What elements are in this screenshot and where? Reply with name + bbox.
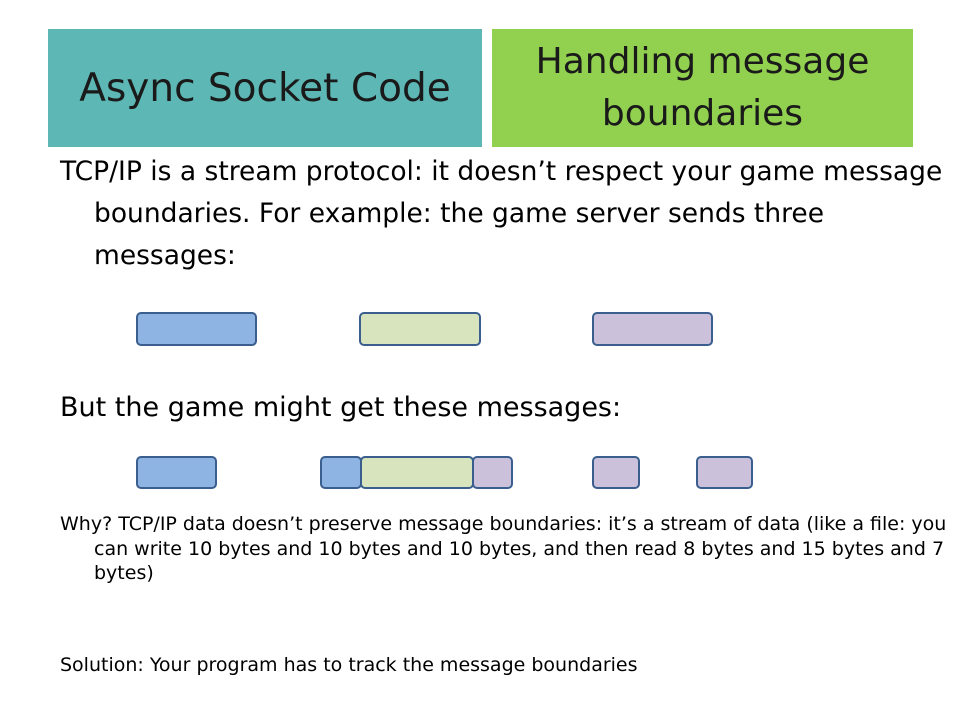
received-fragment-1 (136, 456, 217, 489)
received-heading: But the game might get these messages: (60, 392, 622, 423)
sent-message-2 (359, 312, 481, 346)
slide-subtitle: Handling message boundaries (492, 29, 913, 147)
received-fragment-6 (696, 456, 753, 489)
slide-title: Async Socket Code (48, 29, 482, 147)
received-fragment-4 (472, 456, 513, 489)
received-fragment-3 (360, 456, 474, 489)
slide-title-text: Async Socket Code (79, 65, 451, 111)
why-paragraph: Why? TCP/IP data doesn’t preserve messag… (60, 513, 947, 584)
solution-paragraph: Solution: Your program has to track the … (60, 654, 638, 676)
received-fragment-2 (320, 456, 362, 489)
slide-subtitle-text: Handling message boundaries (535, 41, 870, 134)
sent-message-3 (592, 312, 713, 346)
received-fragment-5 (592, 456, 640, 489)
sent-message-1 (136, 312, 257, 346)
intro-paragraph: TCP/IP is a stream protocol: it doesn’t … (60, 156, 943, 271)
